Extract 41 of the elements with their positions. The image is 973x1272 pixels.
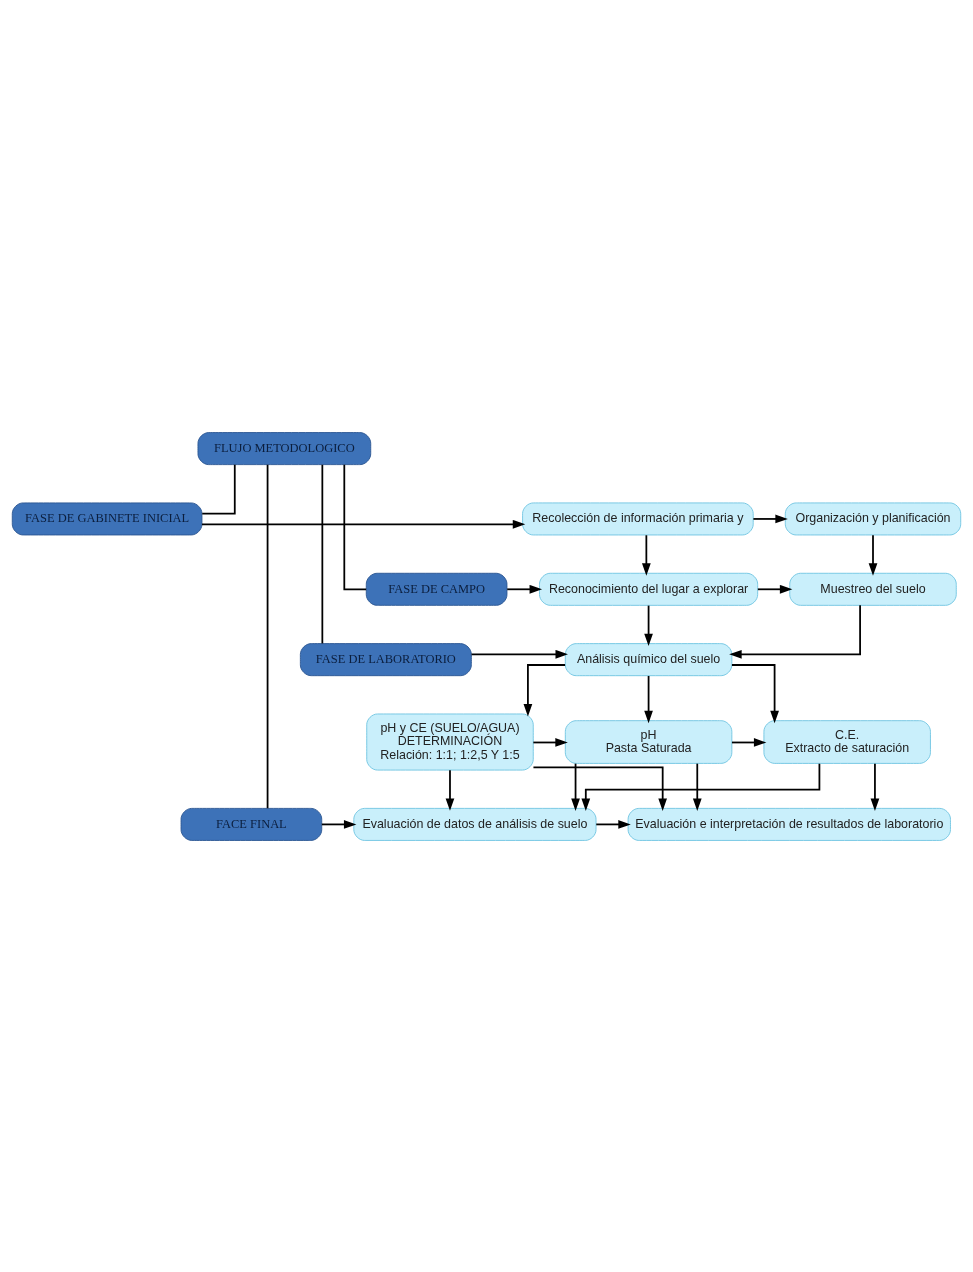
arrow xyxy=(870,762,880,811)
arrow xyxy=(320,819,357,829)
node-box: Muestreo del suelo xyxy=(789,572,957,606)
node-box: FLUJO METODOLOGICO xyxy=(197,431,372,465)
arrow xyxy=(445,768,455,811)
arrow xyxy=(581,762,821,811)
connector xyxy=(266,463,269,809)
node-box: FACE FINAL xyxy=(180,807,323,841)
connector xyxy=(321,463,324,644)
arrow xyxy=(532,766,668,811)
node-box: Evaluación de datos de análisis de suelo xyxy=(353,807,597,841)
node-box: FASE DE LABORATORIO xyxy=(299,642,472,676)
node-box: Organización y planificación xyxy=(784,501,962,535)
arrow xyxy=(731,737,767,747)
node-box: Evaluación e interpretación de resultados de laboratorio xyxy=(627,807,951,841)
node-box: Análisis químico del suelo xyxy=(564,642,733,676)
node-box: Reconocimiento del lugar a explorar xyxy=(539,572,759,606)
arrow xyxy=(752,514,788,523)
node-box: Recolección de información primaria y xyxy=(522,501,754,535)
node-box: FASE DE GABINETE INICIAL xyxy=(11,501,203,535)
arrow xyxy=(571,762,580,811)
arrow xyxy=(644,604,653,646)
arrow xyxy=(868,533,878,576)
connector xyxy=(201,463,236,514)
arrow xyxy=(532,737,568,747)
arrow xyxy=(642,533,651,576)
node-box: pH y CE (SUELO/AGUA) DETERMINACIÓN Relación: 1:1; 1:2,5 Y 1:5 xyxy=(366,713,534,771)
arrow xyxy=(692,762,702,811)
arrow xyxy=(201,519,526,529)
arrow xyxy=(644,674,653,723)
arrow xyxy=(506,584,543,594)
arrow xyxy=(729,604,861,659)
arrow xyxy=(595,819,631,829)
arrow xyxy=(470,649,568,659)
node-box: FASE DE CAMPO xyxy=(365,572,508,606)
arrow xyxy=(756,584,793,594)
node-box: C.E. Extracto de saturación xyxy=(763,719,931,764)
arrow xyxy=(523,663,566,716)
node-box: pH Pasta Saturada xyxy=(564,719,733,764)
connector xyxy=(343,463,368,590)
arrow xyxy=(731,663,779,723)
